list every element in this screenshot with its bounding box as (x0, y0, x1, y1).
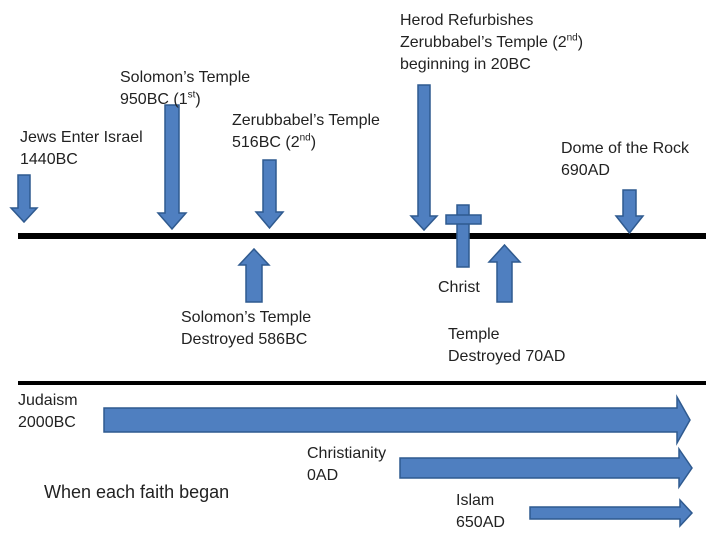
caption: When each faith began (44, 482, 230, 502)
label-zerubbabels-temple: Zerubbabel’s Temple 516BC (2nd) (232, 112, 380, 151)
arrow-judaism (103, 394, 691, 446)
arrow-jews-enter-israel (9, 174, 39, 224)
arrow-christianity (399, 446, 693, 490)
cross-horizontal (445, 214, 482, 225)
arrow-zerubbabels-temple (254, 159, 285, 230)
label-herod-refurbishes: Herod Refurbishes Zerubbabel’s Temple (2… (400, 12, 584, 73)
arrow-solomons-temple (156, 104, 188, 231)
arrow-temple-destroyed (487, 243, 522, 303)
label-solomons-temple: Solomon’s Temple 950BC (1st) (120, 69, 251, 108)
label-christ: Christ (438, 279, 480, 296)
arrow-islam (529, 498, 694, 528)
timeline-axis (18, 233, 706, 239)
arrow-solomons-temple-destroyed (237, 247, 271, 303)
faith-divider-line (18, 381, 706, 385)
arrow-dome-of-the-rock (614, 189, 645, 235)
arrow-herod-refurbishes (409, 84, 439, 232)
